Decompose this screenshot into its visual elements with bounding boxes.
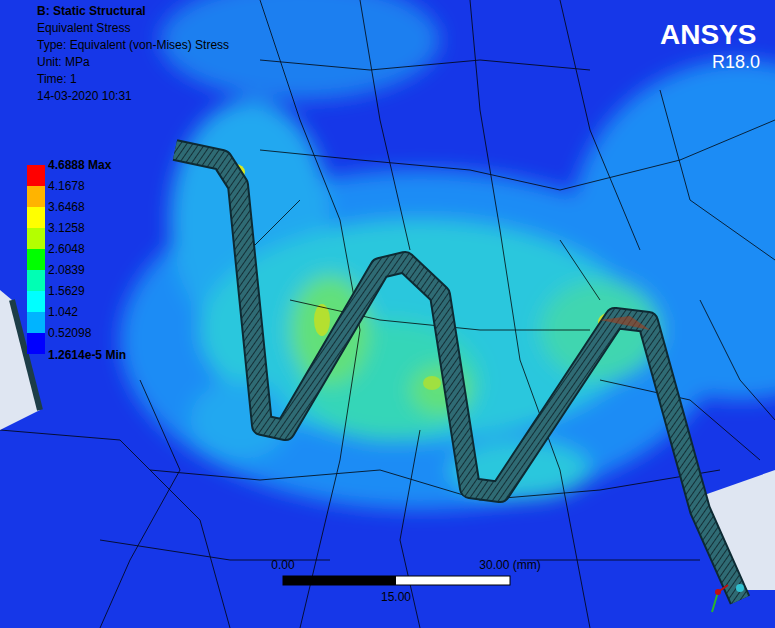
legend-value: 1.042 (48, 305, 78, 319)
result-date: 14-03-2020 10:31 (37, 89, 132, 103)
result-name: Equivalent Stress (37, 21, 130, 35)
legend-swatch (27, 291, 45, 312)
logo-text: ANSYS (660, 20, 756, 50)
legend-value: 3.1258 (48, 221, 85, 235)
legend-swatch (27, 249, 45, 270)
scale-value: 30.00 (mm) (479, 558, 540, 572)
legend-value: 3.6468 (48, 200, 85, 214)
result-time: Time: 1 (37, 72, 77, 86)
legend-value: 1.5629 (48, 284, 85, 298)
legend-min: 1.2614e-5 Min (48, 348, 126, 362)
legend-swatch (27, 186, 45, 207)
legend-value: 2.0839 (48, 263, 85, 277)
legend-value: 4.6888 Max (48, 158, 111, 172)
result-unit: Unit: MPa (37, 55, 90, 69)
legend-swatch (27, 270, 45, 291)
legend-swatch (27, 333, 45, 354)
legend-swatch (27, 312, 45, 333)
scale-value: 15.00 (381, 590, 411, 604)
legend-swatch (27, 207, 45, 228)
plot-title: B: Static Structural (37, 4, 146, 18)
legend-swatch (27, 165, 45, 186)
legend-value: 2.6048 (48, 242, 85, 256)
legend-value: 0.52098 (48, 326, 91, 340)
result-type: Type: Equivalent (von-Mises) Stress (37, 38, 229, 52)
legend-value: 4.1678 (48, 179, 85, 193)
legend-swatch (27, 228, 45, 249)
version-text: R18.0 (712, 52, 760, 72)
scale-value: 0.00 (271, 558, 294, 572)
